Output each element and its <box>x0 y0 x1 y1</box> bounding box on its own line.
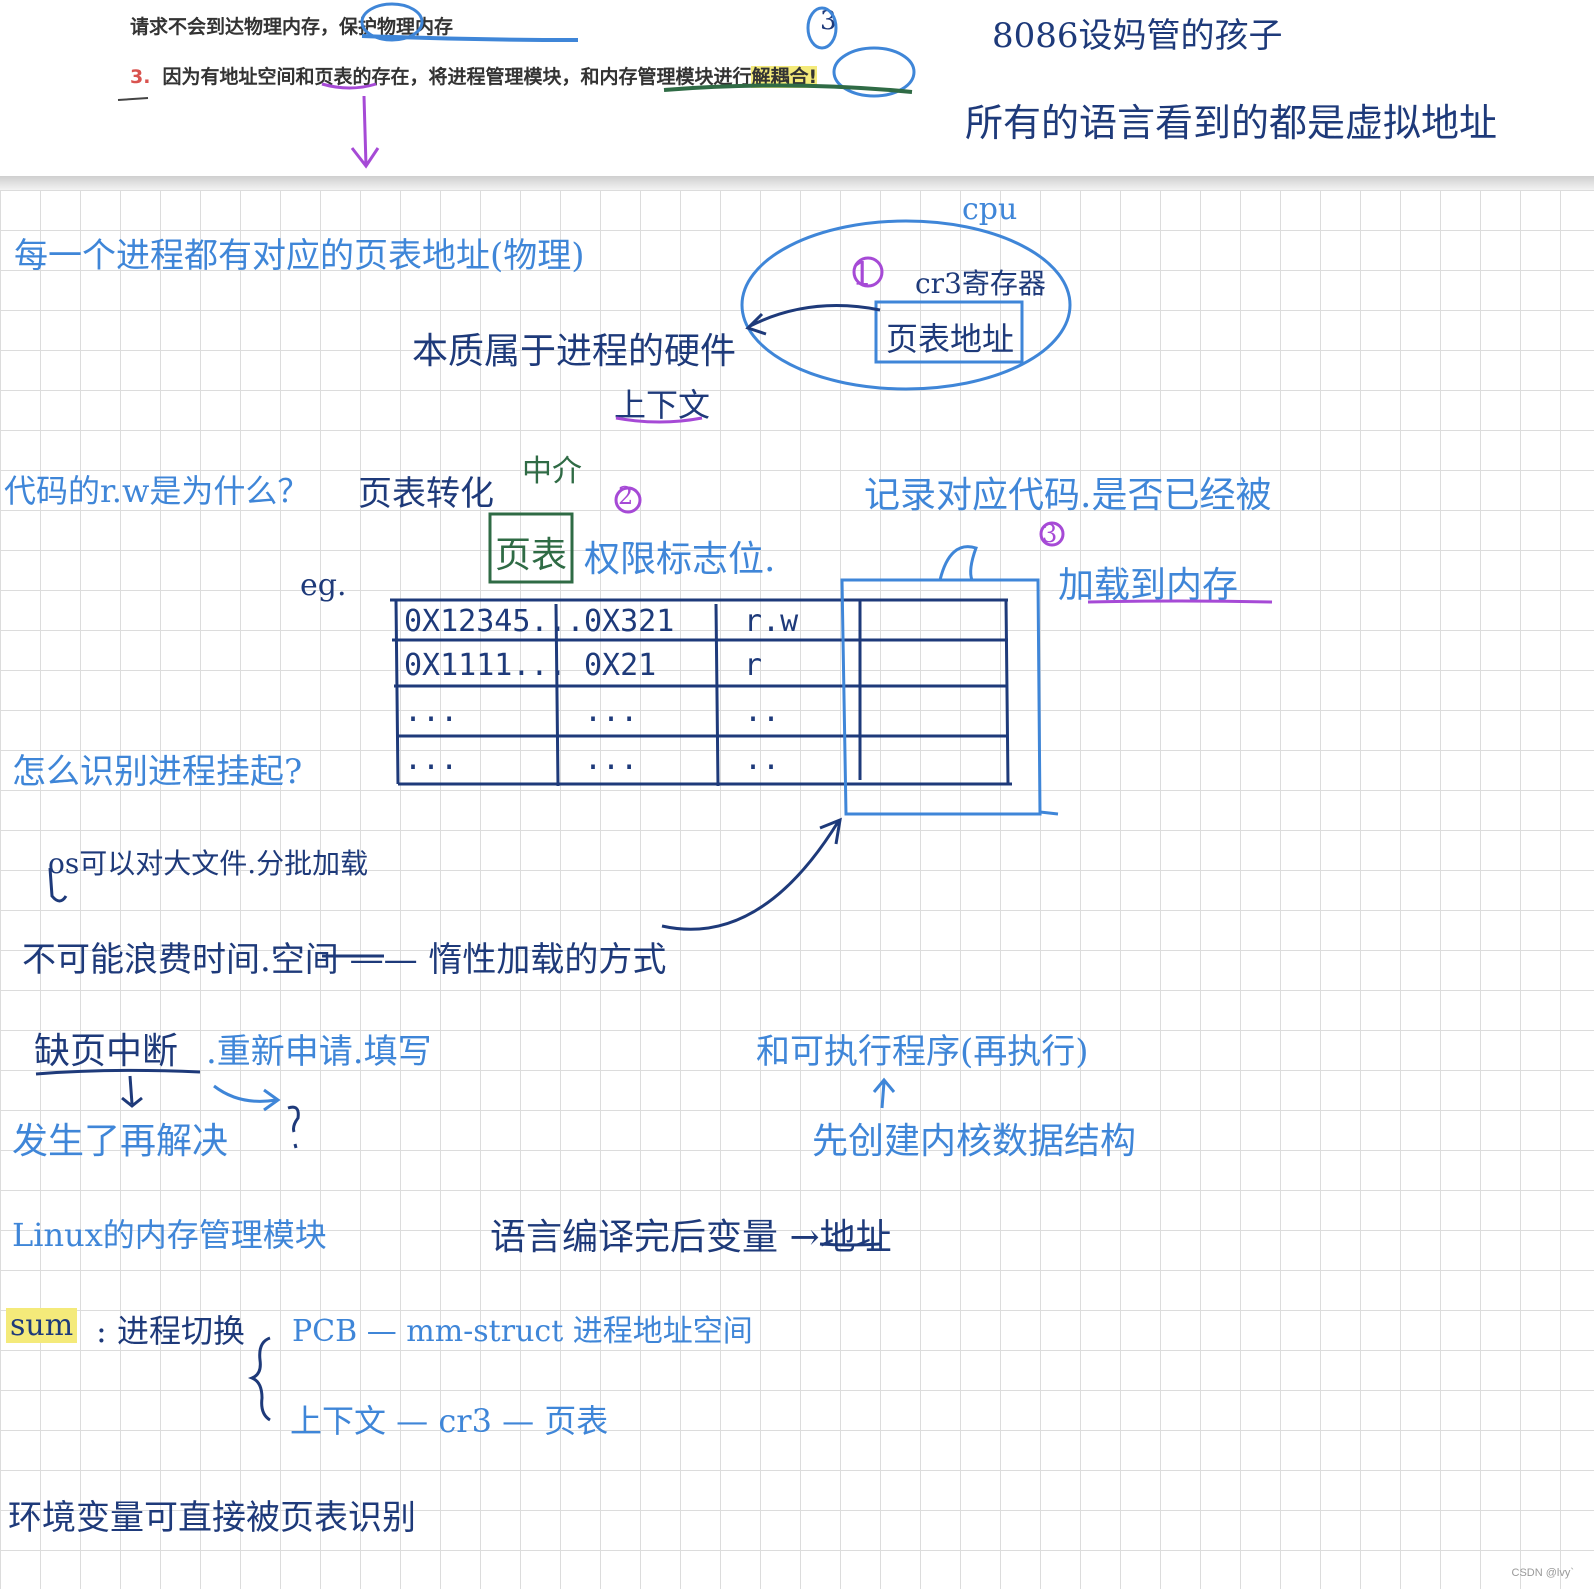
note-linux-mm: Linux的内存管理模块 <box>12 1216 327 1254</box>
typed-line-text: 因为有地址空间和页表的存在，将进程管理模块，和内存管理模块进行 <box>162 66 752 88</box>
grid-notebook <box>0 190 1594 1589</box>
table-cell: 0X321 <box>584 604 675 639</box>
table-cell: ... <box>404 694 459 729</box>
table-cell: 0X1111... <box>404 648 567 683</box>
table-cell: 0X21 <box>584 648 657 683</box>
note-reapply: .重新申请.填写 <box>206 1032 432 1072</box>
printed-notes-strip: 请求不会到达物理内存，保护物理内存 3. 因为有地址空间和页表的存在，将进程管理模… <box>0 0 1594 178</box>
table-cell: ... <box>584 694 639 729</box>
note-eg: eg. <box>300 568 347 603</box>
note-each-process: 每一个进程都有对应的页表地址(物理) <box>14 236 585 276</box>
note-env: 环境变量可直接被页表识别 <box>8 1498 416 1538</box>
note-proc-switch: : 进程切换 <box>96 1312 245 1350</box>
note-os-load: os可以对大文件.分批加载 <box>48 847 369 880</box>
note-perm-flag: 权限标志位. <box>584 539 776 580</box>
note-pt-addr: 页表地址 <box>886 320 1015 358</box>
note-cr3: cr3寄存器 <box>915 267 1046 300</box>
note-pt-box: 页表 <box>495 535 568 576</box>
note-circle-2: 2 <box>618 482 634 510</box>
note-middle: 中介 <box>522 454 582 489</box>
table-cell: r <box>744 648 763 683</box>
note-loaded: 加载到内存 <box>1058 565 1239 606</box>
circle-3-label: 3 <box>820 6 837 36</box>
note-pagefault: 缺页中断 <box>34 1031 179 1072</box>
table-cell: ... <box>404 742 459 777</box>
table-cell: .. <box>744 742 781 777</box>
note-identify-suspend: 怎么识别进程挂起? <box>12 752 303 792</box>
note-sum: sum <box>6 1308 78 1343</box>
note-pcb: PCB — mm-struct 进程地址空间 <box>292 1314 753 1349</box>
note-pt-convert: 页表转化 <box>358 474 494 514</box>
note-essence: 本质属于进程的硬件 <box>412 331 737 372</box>
typed-line-protect: 请求不会到达物理内存，保护物理内存 <box>130 16 454 38</box>
strip-shadow <box>0 176 1594 190</box>
note-virtual-address: 所有的语言看到的都是虚拟地址 <box>965 101 1498 145</box>
note-context: 上下文 <box>614 386 711 424</box>
note-code-rw: 代码的r.w是为什么？ <box>4 472 310 510</box>
note-record: 记录对应代码.是否已经被 <box>864 475 1272 516</box>
note-cpu: cpu <box>962 192 1018 227</box>
note-compile: 语言编译完后变量 →地址 <box>490 1217 892 1258</box>
note-waste: 不可能浪费时间.空间 —— 惰性加载的方式 <box>22 940 667 980</box>
note-circle-3: 3 <box>1042 520 1058 548</box>
typed-line-highlight: 解耦合! <box>751 66 818 88</box>
table-cell: .. <box>744 694 781 729</box>
note-circle-1: 1 <box>852 255 873 293</box>
note-exec: 和可执行程序(再执行) <box>756 1032 1089 1072</box>
note-solve: 发生了再解决 <box>12 1121 229 1162</box>
watermark: CSDN @lvy` <box>1511 1567 1575 1579</box>
note-8086: 8086设妈管的孩子 <box>992 16 1283 56</box>
typed-line-decouple: 3. 因为有地址空间和页表的存在，将进程管理模块，和内存管理模块进行解耦合! <box>130 62 818 89</box>
typed-line-number: 3. <box>130 66 151 88</box>
table-cell: r.w <box>744 604 799 639</box>
table-cell: ... <box>584 742 639 777</box>
note-create-kernel: 先创建内核数据结构 <box>812 1121 1137 1162</box>
note-ctx-cr3: 上下文 — cr3 — 页表 <box>290 1402 609 1440</box>
table-cell: 0X12345... <box>404 604 585 639</box>
